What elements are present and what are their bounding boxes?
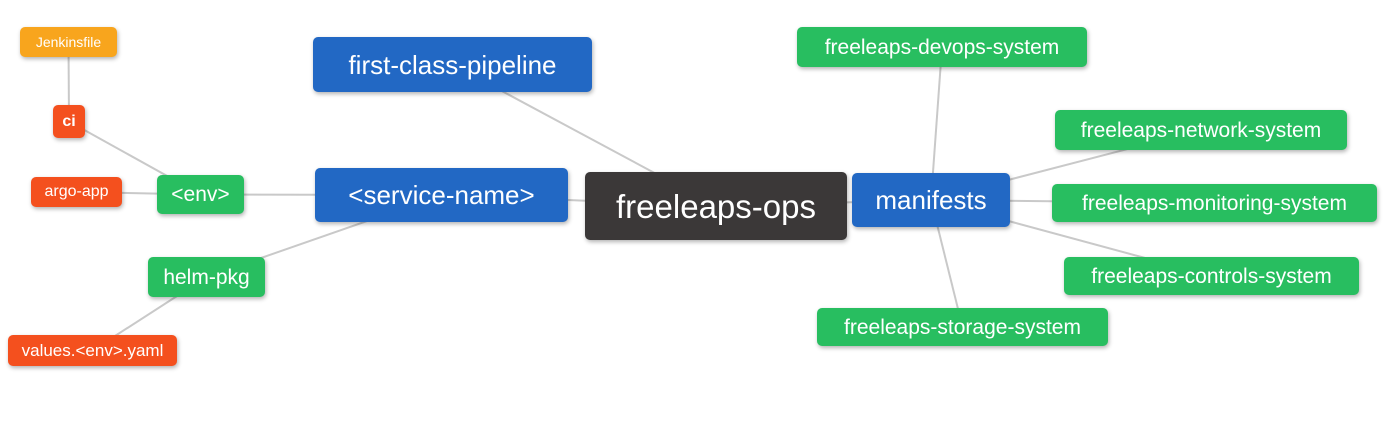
node-freeleaps-ops[interactable]: freeleaps-ops xyxy=(585,172,847,240)
node-values-env-yaml[interactable]: values.<env>.yaml xyxy=(8,335,177,366)
node-jenkinsfile[interactable]: Jenkinsfile xyxy=(20,27,117,57)
node-first-class-pipeline[interactable]: first-class-pipeline xyxy=(313,37,592,92)
node-freeleaps-monitoring-system[interactable]: freeleaps-monitoring-system xyxy=(1052,184,1377,222)
node-service-name[interactable]: <service-name> xyxy=(315,168,568,222)
node-ci[interactable]: ci xyxy=(53,105,85,138)
node-manifests[interactable]: manifests xyxy=(852,173,1010,227)
node-freeleaps-controls-system[interactable]: freeleaps-controls-system xyxy=(1064,257,1359,295)
node-freeleaps-storage-system[interactable]: freeleaps-storage-system xyxy=(817,308,1108,346)
node-helm-pkg[interactable]: helm-pkg xyxy=(148,257,265,297)
node-freeleaps-devops-system[interactable]: freeleaps-devops-system xyxy=(797,27,1087,67)
node-argo-app[interactable]: argo-app xyxy=(31,177,122,207)
node-freeleaps-network-system[interactable]: freeleaps-network-system xyxy=(1055,110,1347,150)
node-env[interactable]: <env> xyxy=(157,175,244,214)
